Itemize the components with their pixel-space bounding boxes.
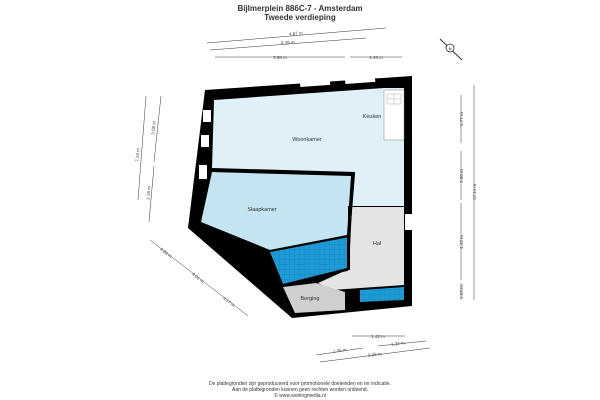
svg-text:N: N [449, 46, 452, 51]
compass-icon: N [439, 38, 463, 61]
top-dimensions: 4.67 m 4.26 m 3.58 m 1.43 m [206, 27, 402, 60]
svg-text:3.08 m: 3.08 m [151, 121, 157, 135]
room-woonkamer [212, 88, 404, 206]
svg-text:4.01 m: 4.01 m [191, 272, 205, 285]
kitchen-counter [383, 89, 405, 141]
bottom-dimensions: 1.42 m 1.35 m 1.31 m 3.05 m [315, 334, 431, 363]
windows [199, 76, 412, 230]
svg-text:2.80 m: 2.80 m [459, 169, 464, 183]
dim-top-3: 3.58 m [273, 55, 287, 60]
inner-wall [211, 169, 356, 252]
stove-icon [386, 93, 402, 105]
svg-text:4.03 m: 4.03 m [159, 247, 173, 260]
svg-text:12.14 m: 12.14 m [472, 184, 477, 201]
copyright: © www.woningmedia.nl [274, 393, 326, 399]
room-badkamer [270, 237, 347, 284]
label-keuken: Keuken [363, 114, 382, 120]
right-dimensions: 2.77 m 2.80 m 4.42 m 1.03 m 12.14 m [459, 85, 477, 300]
disclaimer-line-2: Aan de plattegronden kunnen geen rechten… [232, 387, 368, 393]
dim-top-1: 4.67 m [289, 30, 303, 36]
left-dimensions: 7.16 m 3.08 m 2.18 m [135, 95, 162, 223]
svg-text:4.42 m: 4.42 m [459, 235, 464, 249]
dim-top-4: 1.43 m [369, 55, 383, 60]
dim-top-2: 4.26 m [281, 39, 295, 45]
floor-subtitle: Tweede verdieping [264, 13, 336, 22]
svg-text:1.31 m: 1.31 m [391, 340, 405, 346]
svg-text:7.16 m: 7.16 m [135, 148, 141, 162]
svg-text:2.18 m: 2.18 m [146, 186, 152, 200]
svg-text:3.05 m: 3.05 m [368, 351, 383, 358]
label-slaapkamer: Slaapkamer [247, 207, 277, 213]
room-hal [318, 207, 404, 290]
label-woonkamer: Woonkamer [292, 137, 322, 143]
svg-text:1.42 m: 1.42 m [371, 334, 385, 339]
inner-wall [282, 269, 349, 286]
plan-title: Bijlmerplein 886C-7 - Amsterdam [237, 4, 363, 13]
svg-text:1.35 m: 1.35 m [333, 347, 348, 354]
svg-text:4.17 m: 4.17 m [222, 296, 236, 309]
svg-text:1.03 m: 1.03 m [459, 285, 464, 299]
room-toilet [360, 287, 404, 302]
disclaimer-line-1: De plattegronden zijn geproduceerd voor … [208, 381, 392, 387]
room-slaapkamer [201, 172, 351, 250]
label-berging: Berging [301, 296, 320, 302]
room-berging [283, 283, 345, 313]
label-hal: Hal [373, 241, 381, 247]
svg-text:2.77 m: 2.77 m [459, 112, 464, 126]
